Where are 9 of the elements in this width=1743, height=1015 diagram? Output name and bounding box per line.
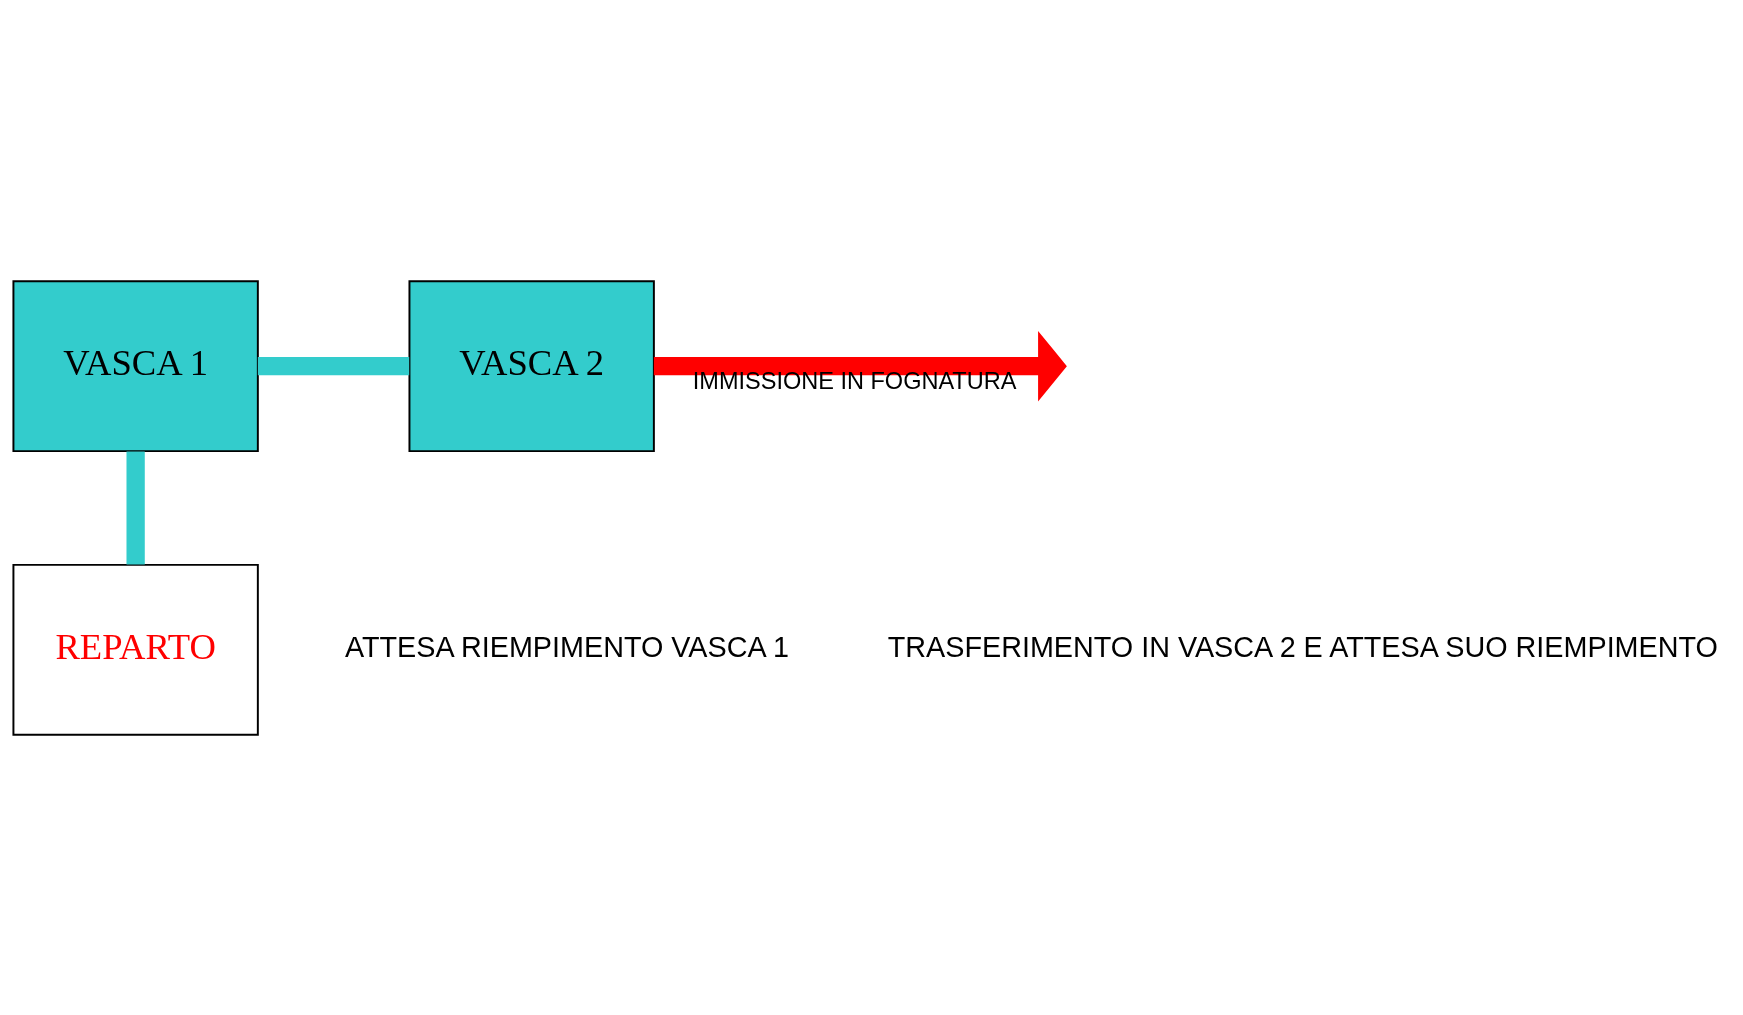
- node-box: VASCA 2: [408, 279, 655, 452]
- label: TRASFERIMENTO IN VASCA 2 E ATTESA SUO RIEMPIMENTO: [887, 630, 1718, 663]
- node-box: VASCA 1: [12, 279, 259, 452]
- node-box: REPARTO: [12, 563, 259, 736]
- arrow: [653, 330, 1067, 401]
- connector: [126, 451, 145, 565]
- edge-label: IMMISSIONE IN FOGNATURA: [692, 367, 1017, 394]
- label: ATTESA RIEMPIMENTO VASCA 1: [344, 630, 790, 663]
- connector: [257, 356, 410, 375]
